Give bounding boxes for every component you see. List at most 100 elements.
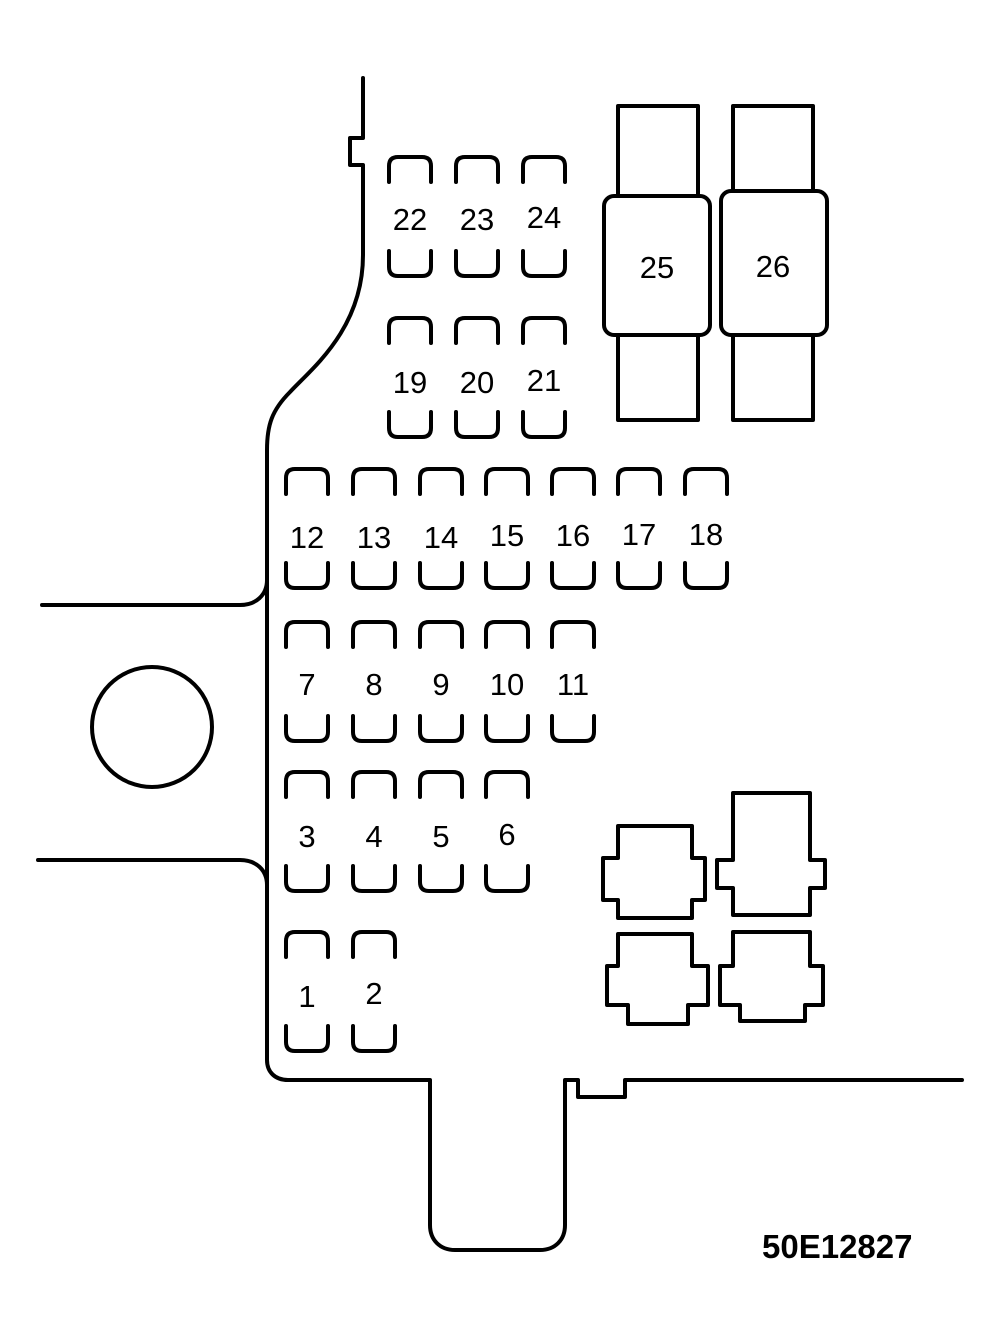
small-fuse-4-label: 4 [365,819,382,854]
small-fuse-2-bottom-cap [351,1024,397,1053]
small-fuse-20: 20 [454,316,500,439]
relay-upper-left [601,824,707,920]
small-fuse-20-top-cap [454,316,500,345]
panel-outline [265,76,964,1252]
small-fuse-10: 10 [484,620,530,743]
small-fuse-12-label: 12 [290,520,324,555]
small-fuse-5-label: 5 [432,819,449,854]
small-fuse-1: 1 [284,930,330,1053]
small-fuse-14: 14 [418,467,464,590]
small-fuse-2-label: 2 [365,976,382,1011]
small-fuse-8-top-cap [351,620,397,649]
small-fuse-9-top-cap [418,620,464,649]
small-fuse-14-bottom-cap [418,561,464,590]
small-fuse-6-bottom-cap [484,864,530,893]
small-fuse-14-label: 14 [424,520,458,555]
large-fuse-25-label: 25 [640,250,674,285]
small-fuse-14-top-cap [418,467,464,496]
large-fuse-26-bottom-terminal [731,333,815,422]
small-fuse-10-bottom-cap [484,714,530,743]
drawing-code: 50E12827 [762,1228,912,1265]
small-fuse-9-label: 9 [432,667,449,702]
small-fuse-2-top-cap [351,930,397,959]
large-fuse-25-body [602,194,712,337]
small-fuse-1-label: 1 [298,979,315,1014]
small-fuse-7: 7 [284,620,330,743]
small-fuse-17-label: 17 [622,517,656,552]
small-fuse-21-bottom-cap [521,410,567,439]
small-fuse-9: 9 [418,620,464,743]
small-fuse-18-top-cap [683,467,729,496]
small-fuse-23: 23 [454,155,500,278]
small-fuse-16-bottom-cap [550,561,596,590]
large-fuse-25: 25 [602,104,712,422]
small-fuse-5-bottom-cap [418,864,464,893]
small-fuse-24-label: 24 [527,200,561,235]
small-fuse-9-bottom-cap [418,714,464,743]
small-fuse-15-bottom-cap [484,561,530,590]
small-fuse-7-bottom-cap [284,714,330,743]
small-fuse-11-label: 11 [557,667,589,702]
small-fuse-18-bottom-cap [683,561,729,590]
small-fuse-22-top-cap [387,155,433,184]
small-fuse-17-bottom-cap [616,561,662,590]
small-fuse-3: 3 [284,770,330,893]
small-fuse-15: 15 [484,467,530,590]
small-fuse-13: 13 [351,467,397,590]
small-fuse-24-top-cap [521,155,567,184]
small-fuse-22-bottom-cap [387,249,433,278]
small-fuse-6-top-cap [484,770,530,799]
small-fuse-4: 4 [351,770,397,893]
small-fuse-8-bottom-cap [351,714,397,743]
small-fuse-11: 11 [550,620,596,743]
relay-lower-left [605,932,710,1026]
small-fuse-15-top-cap [484,467,530,496]
small-fuse-24-bottom-cap [521,249,567,278]
small-fuse-15-label: 15 [490,518,524,553]
small-fuse-12-top-cap [284,467,330,496]
large-fuse-25-bottom-terminal [616,333,700,422]
small-fuse-6-label: 6 [498,817,515,852]
small-fuse-10-top-cap [484,620,530,649]
small-fuse-5-top-cap [418,770,464,799]
small-fuse-18: 18 [683,467,729,590]
large-fuse-26-top-terminal [731,104,815,193]
left-bracket-lower-line [36,858,269,887]
small-fuse-4-top-cap [351,770,397,799]
small-fuse-20-label: 20 [460,365,494,400]
left-bracket-upper-line [40,578,269,607]
mounting-hole [90,665,214,789]
relay-upper-right [715,791,827,917]
large-fuse-26-body [719,189,829,337]
small-fuse-16: 16 [550,467,596,590]
small-fuse-11-bottom-cap [550,714,596,743]
small-fuse-4-bottom-cap [351,864,397,893]
large-fuse-25-top-terminal [616,104,700,198]
small-fuse-5: 5 [418,770,464,893]
small-fuse-7-label: 7 [298,667,315,702]
small-fuse-3-bottom-cap [284,864,330,893]
small-fuse-21: 21 [521,316,567,439]
small-fuse-23-label: 23 [460,202,494,237]
small-fuse-13-top-cap [351,467,397,496]
relay-lower-right [718,930,825,1023]
small-fuse-16-label: 16 [556,518,590,553]
small-fuse-21-label: 21 [527,363,561,398]
small-fuse-16-top-cap [550,467,596,496]
large-fuse-26-label: 26 [756,249,790,284]
small-fuse-19-top-cap [387,316,433,345]
small-fuse-22: 22 [387,155,433,278]
small-fuse-22-label: 22 [393,202,427,237]
small-fuse-13-bottom-cap [351,561,397,590]
small-fuse-2: 2 [351,930,397,1053]
small-fuse-20-bottom-cap [454,410,500,439]
small-fuse-11-top-cap [550,620,596,649]
small-fuse-10-label: 10 [490,667,524,702]
small-fuse-3-top-cap [284,770,330,799]
small-fuse-7-top-cap [284,620,330,649]
small-fuse-17: 17 [616,467,662,590]
small-fuse-17-top-cap [616,467,662,496]
